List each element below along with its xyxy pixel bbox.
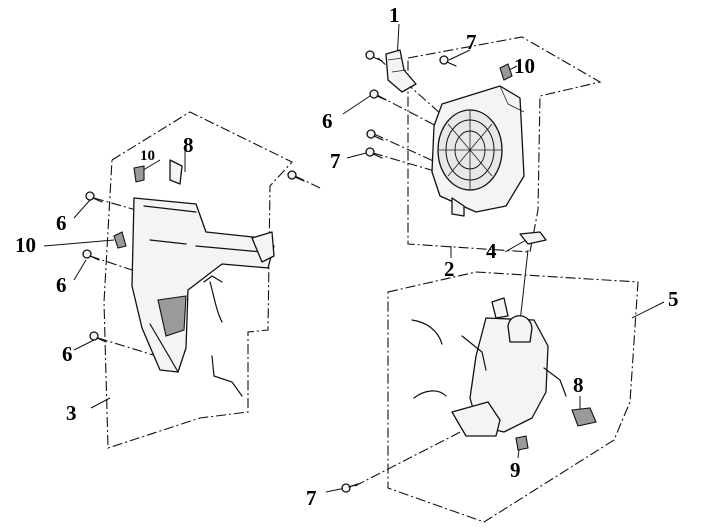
clip-icon <box>499 63 513 81</box>
callout-5: 5 <box>668 287 679 311</box>
callout-10: 10 <box>15 233 36 257</box>
callout-10: 10 <box>140 148 155 164</box>
callout-4: 4 <box>486 239 497 263</box>
part-2-fan-shroud <box>431 85 525 217</box>
clip-icon <box>133 165 145 183</box>
callout-6: 6 <box>56 211 67 235</box>
screw-icon <box>341 483 359 493</box>
screw-icon <box>85 191 103 203</box>
clip-icon-group <box>113 63 529 451</box>
screw-icon <box>287 170 305 182</box>
callout-10: 10 <box>514 54 535 78</box>
callout-7: 7 <box>306 486 317 510</box>
callout-9: 9 <box>510 458 521 482</box>
callout-labels: 1 2 3 4 5 6 6 6 6 7 7 7 8 8 9 10 10 10 <box>15 3 679 510</box>
screw-icon <box>365 147 383 159</box>
screw-icon <box>439 55 457 67</box>
callout-6: 6 <box>62 342 73 366</box>
screw-icon <box>89 331 107 343</box>
clip-icon <box>113 231 127 249</box>
callout-7: 7 <box>330 149 341 173</box>
callout-8: 8 <box>573 373 584 397</box>
part-3-engine-cover <box>131 159 275 397</box>
assembly-2-boundary <box>407 36 602 253</box>
screw-icon-group <box>82 50 457 493</box>
callout-6: 6 <box>56 273 67 297</box>
callout-6: 6 <box>322 109 333 133</box>
screw-icon <box>369 89 387 101</box>
callout-7: 7 <box>466 30 477 54</box>
screw-icon <box>365 50 383 62</box>
callout-1: 1 <box>389 3 400 27</box>
callout-2: 2 <box>444 257 455 281</box>
callout-3: 3 <box>66 401 77 425</box>
part-1-bracket <box>385 49 417 93</box>
clip-icon <box>515 435 529 451</box>
screw-icon <box>82 249 100 261</box>
callout-8: 8 <box>183 133 194 157</box>
part-5-air-duct <box>411 231 597 437</box>
screw-icon <box>366 129 384 141</box>
assembly-5-boundary <box>387 271 639 523</box>
leader-lines <box>43 23 665 493</box>
